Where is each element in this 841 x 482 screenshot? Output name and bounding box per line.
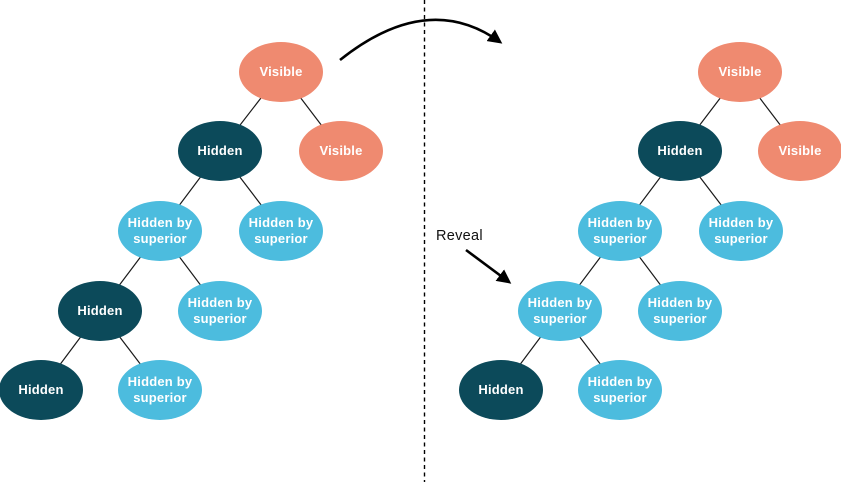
tree-node-label: Hidden xyxy=(18,382,64,397)
tree-node-right-r2a-hidden_by_superior: Hidden by superior xyxy=(578,201,662,261)
tree-node-left-l4b-hidden_by_superior: Hidden by superior xyxy=(118,360,202,420)
tree-node-label: Hidden by superior xyxy=(708,215,774,246)
tree-node-label: Hidden by superior xyxy=(587,374,653,405)
tree-node-label: Hidden by superior xyxy=(587,215,653,246)
tree-node-label: Hidden by superior xyxy=(187,295,253,326)
tree-node-left-l2a-hidden_by_superior: Hidden by superior xyxy=(118,201,202,261)
tree-node-right-r4a-hidden: Hidden xyxy=(459,360,543,420)
tree-node-label: Hidden xyxy=(77,303,123,318)
tree-node-label: Hidden by superior xyxy=(127,374,193,405)
tree-node-right-r1a-hidden: Hidden xyxy=(638,121,722,181)
tree-node-left-l0-visible: Visible xyxy=(239,42,323,102)
tree-node-label: Visible xyxy=(718,64,762,79)
tree-node-left-l4a-hidden: Hidden xyxy=(0,360,83,420)
reveal-label: Reveal xyxy=(436,228,483,244)
tree-node-right-r3a-hidden_by_superior: Hidden by superior xyxy=(518,281,602,341)
tree-node-label: Hidden by superior xyxy=(527,295,593,326)
tree-node-right-r4b-hidden_by_superior: Hidden by superior xyxy=(578,360,662,420)
tree-node-left-l3b-hidden_by_superior: Hidden by superior xyxy=(178,281,262,341)
tree-node-label: Hidden by superior xyxy=(248,215,314,246)
tree-node-left-l1b-visible: Visible xyxy=(299,121,383,181)
reveal-arrow-icon xyxy=(465,248,512,284)
tree-node-right-r1b-visible: Visible xyxy=(758,121,841,181)
tree-node-label: Visible xyxy=(319,143,363,158)
tree-node-label: Hidden xyxy=(197,143,243,158)
tree-node-label: Hidden by superior xyxy=(647,295,713,326)
tree-node-label: Visible xyxy=(778,143,822,158)
tree-node-label: Hidden xyxy=(657,143,703,158)
tree-node-label: Visible xyxy=(259,64,303,79)
tree-node-label: Hidden xyxy=(478,382,524,397)
tree-node-right-r2b-hidden_by_superior: Hidden by superior xyxy=(699,201,783,261)
tree-node-label: Hidden by superior xyxy=(127,215,193,246)
tree-node-right-r0-visible: Visible xyxy=(698,42,782,102)
tree-node-left-l3a-hidden: Hidden xyxy=(58,281,142,341)
tree-node-right-r3b-hidden_by_superior: Hidden by superior xyxy=(638,281,722,341)
tree-node-left-l1a-hidden: Hidden xyxy=(178,121,262,181)
transition-arrow-icon xyxy=(339,18,503,62)
tree-node-left-l2b-hidden_by_superior: Hidden by superior xyxy=(239,201,323,261)
